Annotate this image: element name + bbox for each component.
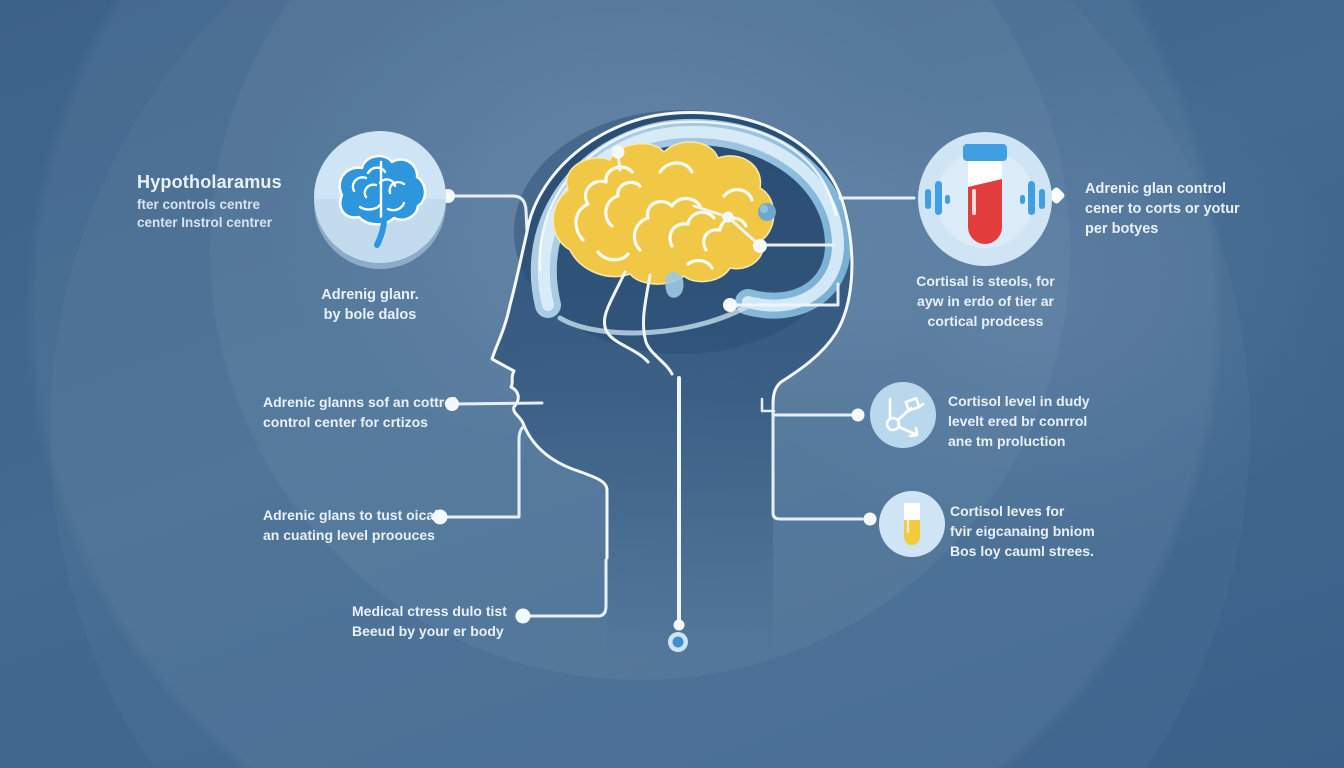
label-brain-caption: Adrenig glanr. by bole dalos xyxy=(285,285,455,325)
label-line: fvir eigcanaing bniom xyxy=(950,523,1095,539)
connector-bracket xyxy=(760,397,776,413)
title-subline: center Instrol centrer xyxy=(137,215,273,230)
label-line: Adrenic glanns sof an cottrol xyxy=(263,394,457,410)
label-left-adrenal-control: Adrenic glanns sof an cottrol control ce… xyxy=(263,392,463,432)
connector-left-4 xyxy=(521,558,608,618)
brain-illustration xyxy=(552,141,775,285)
label-line: Adrenic glans to tust oical xyxy=(263,507,439,523)
label-line: Cortisal is steols, for xyxy=(916,273,1055,289)
label-right-cortisol-signal: Cortisol leves for fvir eigcanaing bniom… xyxy=(950,501,1150,561)
label-line: Beeud by your er body xyxy=(352,623,504,639)
pituitary-gland xyxy=(665,272,684,298)
label-line: Adrenic glan control xyxy=(1085,181,1226,197)
label-line: ayw in erdo of tier ar xyxy=(917,293,1054,309)
label-line: by bole dalos xyxy=(323,307,417,323)
molecule-icon xyxy=(870,382,936,448)
connector-left-2 xyxy=(450,401,544,406)
blue-node-dot xyxy=(758,203,776,221)
face-profile xyxy=(490,230,609,560)
test-tube-icon xyxy=(918,132,1052,266)
label-right-cortisol-steroids: Cortisal is steols, for ayw in erdo of t… xyxy=(888,271,1083,331)
nerve-lines xyxy=(602,270,681,624)
label-line: control center for crtizos xyxy=(263,414,428,430)
title-block: Hypotholaramus fter controls centre cent… xyxy=(137,172,367,232)
connector-mid-right xyxy=(734,282,840,307)
wave-bars-left xyxy=(925,181,950,215)
vial-icon xyxy=(879,491,945,557)
label-line: Cortisol leves for xyxy=(950,503,1065,519)
endpoint-dots xyxy=(432,145,877,631)
connector-vial xyxy=(771,403,864,521)
label-line: Cortisol level in dudy xyxy=(948,393,1090,409)
title-subline: fter controls centre xyxy=(137,197,261,212)
connector-left-3 xyxy=(438,424,526,519)
connector-lines xyxy=(438,153,1054,618)
label-line: Bos loy cauml strees. xyxy=(950,543,1094,559)
label-line: ane tm proluction xyxy=(948,433,1066,449)
connector-brain-circle xyxy=(446,194,529,234)
label-right-cortisol-level: Cortisol level in dudy levelt ered br co… xyxy=(948,391,1148,451)
label-left-adrenal-level: Adrenic glans to tust oical an cuating l… xyxy=(263,505,473,545)
brain-gyri xyxy=(574,161,754,270)
label-line: cener to corts or yotur xyxy=(1085,201,1240,217)
label-line: Medical ctress dulo tist xyxy=(352,603,507,619)
diamond-marker xyxy=(1048,187,1065,204)
brain-icon xyxy=(314,131,446,269)
label-left-medical-stress: Medical ctress dulo tist Beeud by your e… xyxy=(352,601,552,641)
label-line: Adrenig glanr. xyxy=(321,287,419,303)
head-outline xyxy=(490,111,854,560)
label-line: an cuating level proouces xyxy=(263,527,435,543)
label-line: cortical prodcess xyxy=(927,313,1044,329)
hormone-endpoint-dot xyxy=(668,632,688,652)
label-line: levelt ered br conrrol xyxy=(948,413,1088,429)
wave-bars-right xyxy=(1020,181,1045,215)
label-right-adrenal-control: Adrenic glan control cener to corts or y… xyxy=(1085,179,1285,239)
label-line: per botyes xyxy=(1085,221,1159,237)
page-title: Hypotholaramus xyxy=(137,172,282,192)
